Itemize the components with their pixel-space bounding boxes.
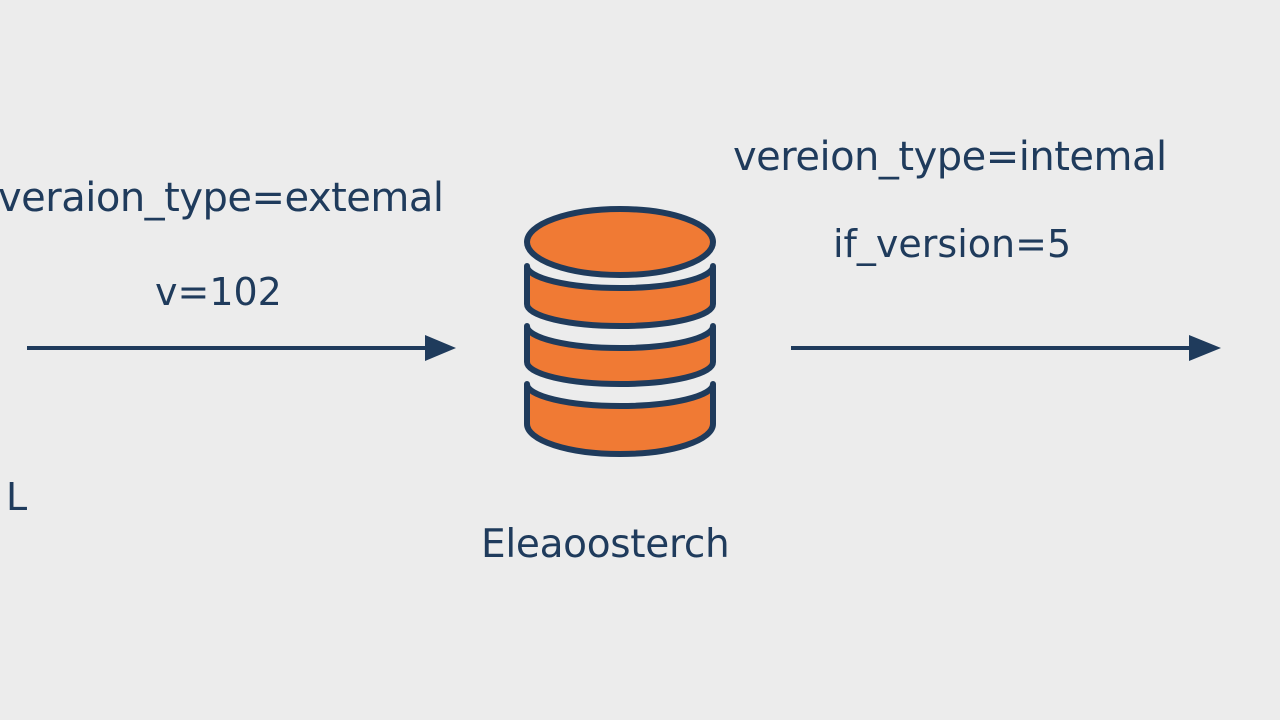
outgoing-parameter-label: vereion_type=intemal bbox=[733, 134, 1167, 180]
incoming-parameter-label: veraion_type=extemal bbox=[0, 175, 444, 221]
edge-text-fragment: L bbox=[6, 475, 28, 519]
incoming-arrow bbox=[27, 335, 456, 361]
incoming-value-label: v=102 bbox=[155, 270, 282, 314]
database-icon bbox=[524, 206, 716, 457]
outgoing-arrow bbox=[791, 335, 1221, 361]
outgoing-value-label: if_version=5 bbox=[833, 222, 1072, 266]
database-label: Eleaoosterch bbox=[481, 522, 730, 567]
